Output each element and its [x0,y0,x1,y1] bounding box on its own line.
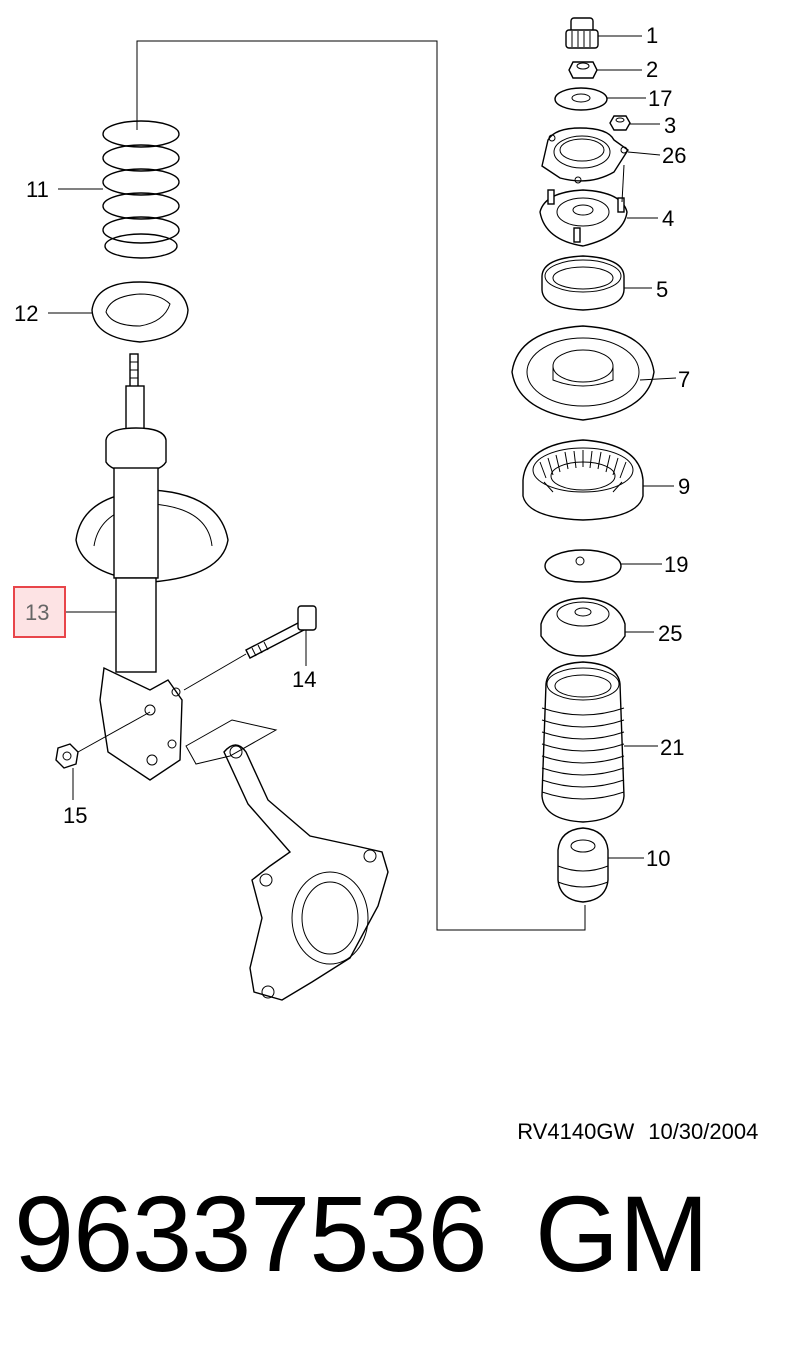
part-13-strut [75,353,229,781]
callout-labels: 1 2 17 3 26 4 5 7 9 19 25 21 10 11 12 13… [14,23,690,871]
part-4-strut-mount [539,189,628,247]
callout-13-highlight[interactable] [13,586,66,638]
part-25-bump-plate [540,597,626,657]
callout-15[interactable]: 15 [63,803,87,828]
callout-14[interactable]: 14 [292,667,316,692]
part-5-bearing [541,255,625,311]
callout-11[interactable]: 11 [26,177,49,202]
part-number: 96337536 [14,1173,488,1294]
callout-5[interactable]: 5 [656,277,668,302]
assembly-bracket-line [136,40,586,931]
callout-9[interactable]: 9 [678,474,690,499]
callout-19[interactable]: 19 [664,552,688,577]
part-2-nut [568,61,598,79]
reference-date: 10/30/2004 [648,1119,759,1144]
callout-1[interactable]: 1 [646,23,658,48]
part-3-nut [609,115,631,131]
part-17-washer [554,87,608,111]
part-14-bolt [183,605,317,691]
part-10-bump-stop [557,827,609,903]
part-9-isolator [522,439,644,521]
callout-13[interactable]: 13 [25,600,49,625]
diagram-reference: RV4140GW 10/30/2004 [505,1093,772,1145]
part-21-dust-boot [541,661,625,823]
callout-12[interactable]: 12 [14,301,38,326]
part-19-washer [544,549,622,583]
part-1-cap-nut [565,17,599,49]
callout-7[interactable]: 7 [678,367,690,392]
callout-17[interactable]: 17 [648,86,672,111]
reference-code: RV4140GW [517,1119,635,1144]
callout-4[interactable]: 4 [662,206,674,231]
leader-lines [48,35,677,859]
part-15-nut [55,711,151,769]
callout-25[interactable]: 25 [658,621,682,646]
part-12-insulator [91,281,189,343]
callout-26[interactable]: 26 [662,143,686,168]
part-26-mount-plate [541,127,629,184]
steering-knuckle [185,719,389,1001]
callout-21[interactable]: 21 [660,735,684,760]
callout-10[interactable]: 10 [646,846,670,871]
callout-2[interactable]: 2 [646,57,658,82]
part-11-coil-spring [102,120,180,259]
part-7-spring-seat [511,325,655,421]
brand-name: GM [535,1173,709,1294]
callout-3[interactable]: 3 [664,113,676,138]
